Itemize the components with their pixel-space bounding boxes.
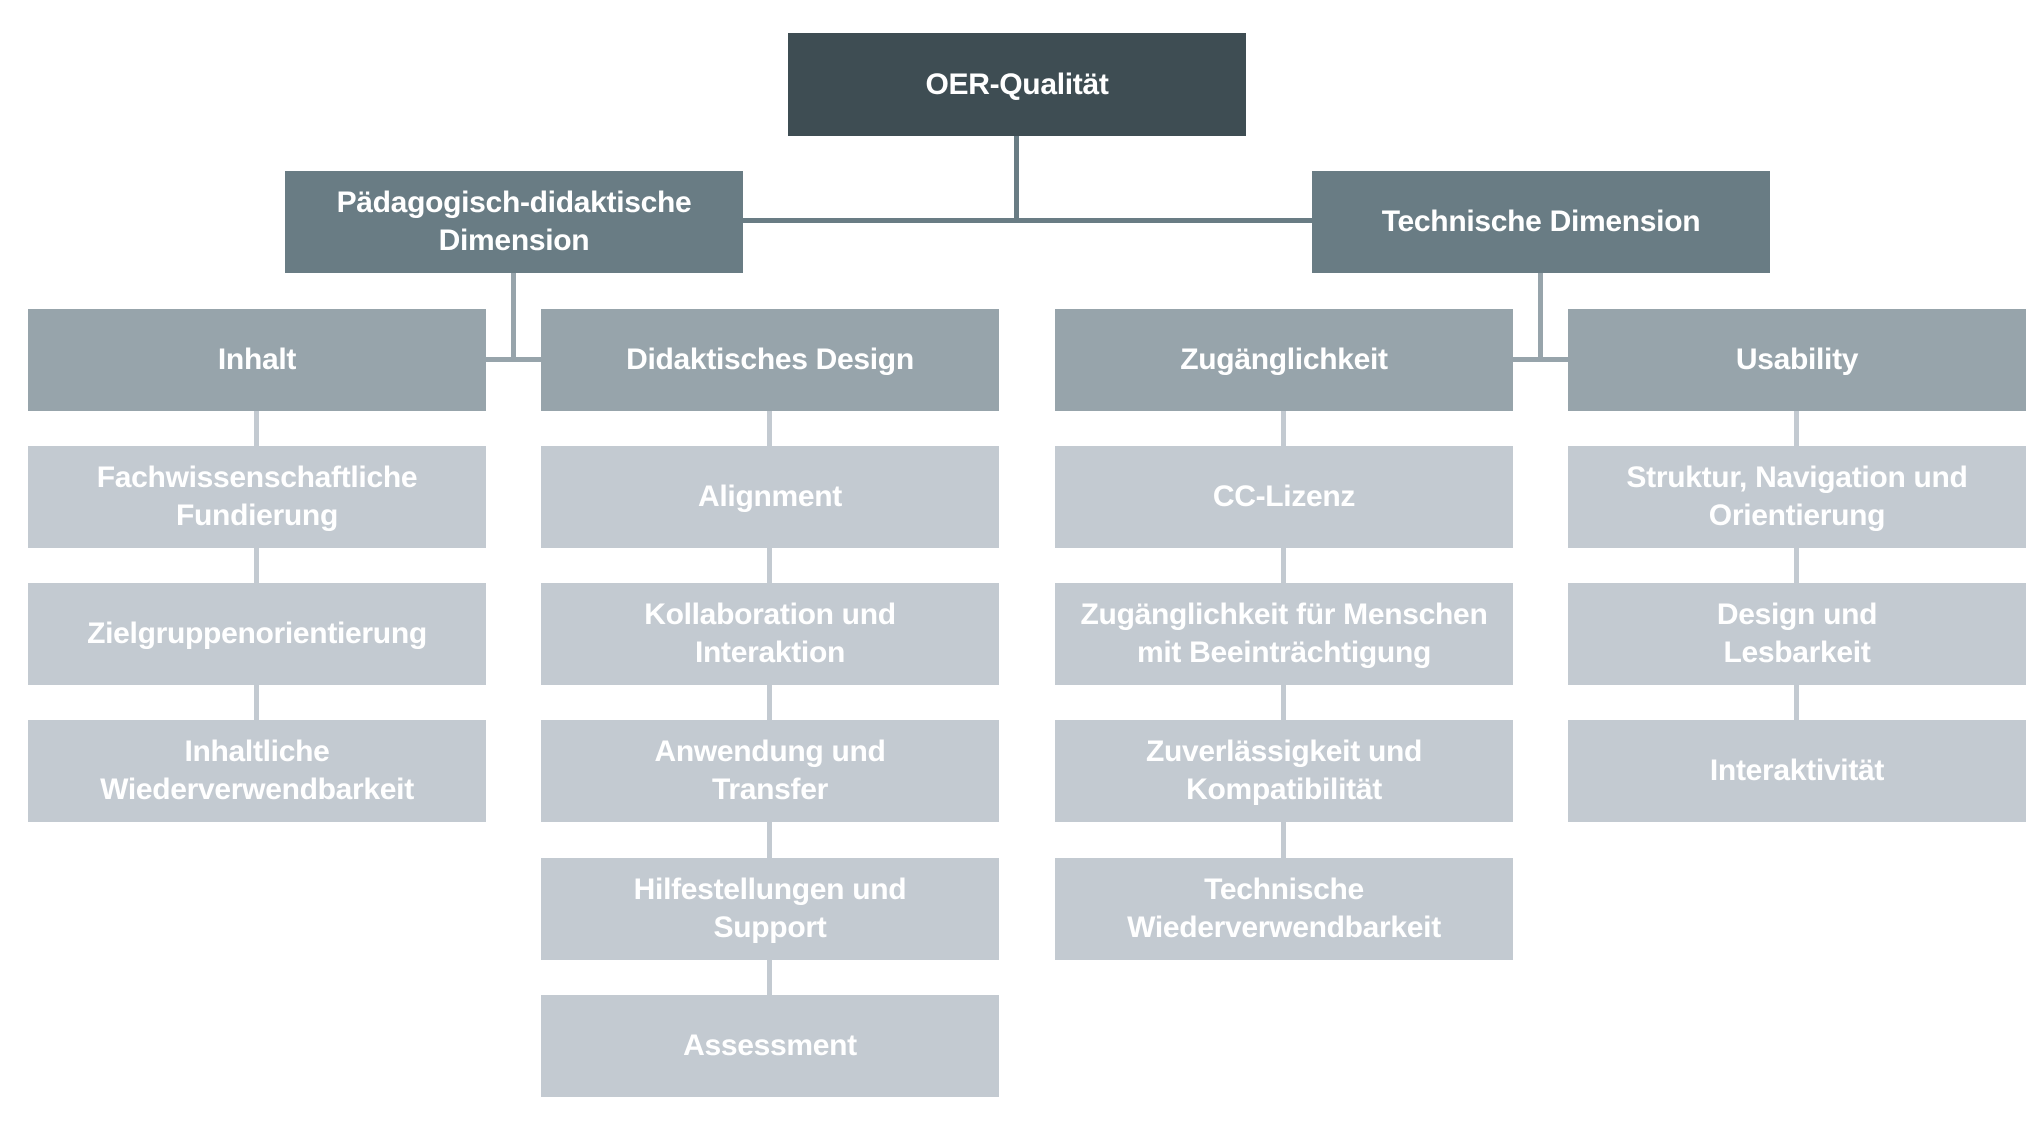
category-box-usability: Usability (1568, 309, 2026, 411)
item-label: Fachwissenschaftliche Fundierung (96, 461, 418, 532)
connector-col2-row2 (767, 548, 772, 583)
connector-col2-row4 (767, 822, 772, 858)
item-box-kollaboration-und-interaktion: Kollaboration und Interaktion (541, 583, 999, 685)
item-box-technische-wiederverwendbarkeit: Technische Wiederverwendbarkeit (1055, 858, 1513, 960)
item-label: Interaktivität (1709, 754, 1885, 787)
connector-col2-row3 (767, 685, 772, 720)
connector-dim-paedagogisch-vertical (511, 273, 516, 362)
item-label: Alignment (698, 480, 842, 513)
item-label: Anwendung und Transfer (654, 735, 886, 806)
connector-dimensions-horizontal (743, 218, 1312, 223)
root-label: OER-Qualität (925, 67, 1109, 101)
connector-col3-row4 (1281, 822, 1286, 858)
item-box-hilfestellungen-und-support: Hilfestellungen und Support (541, 858, 999, 960)
dimension-box-paedagogisch-didaktisch: Pädagogisch-didaktische Dimension (285, 171, 743, 273)
item-label: Zugänglichkeit für Menschen mit Beeinträ… (1080, 598, 1488, 669)
category-box-inhalt: Inhalt (28, 309, 486, 411)
connector-col1-row2 (254, 548, 259, 583)
item-box-interaktivitaet: Interaktivität (1568, 720, 2026, 822)
category-box-zugaenglichkeit: Zugänglichkeit (1055, 309, 1513, 411)
item-label: Hilfestellungen und Support (633, 873, 907, 944)
connector-col1-row3 (254, 685, 259, 720)
dimension-box-technisch: Technische Dimension (1312, 171, 1770, 273)
connector-col2-row5 (767, 960, 772, 995)
item-box-zuverlaessigkeit-und-kompatibilitaet: Zuverlässigkeit und Kompatibilität (1055, 720, 1513, 822)
connector-col4-row2 (1794, 548, 1799, 583)
connector-col2-row1 (767, 411, 772, 446)
item-box-fachwissenschaftliche-fundierung: Fachwissenschaftliche Fundierung (28, 446, 486, 548)
connector-dim-technisch-horizontal (1513, 357, 1568, 362)
item-box-struktur-navigation-orientierung: Struktur, Navigation und Orientierung (1568, 446, 2026, 548)
root-box: OER-Qualität (788, 33, 1246, 136)
connector-col4-row3 (1794, 685, 1799, 720)
item-label: Inhaltliche Wiederverwendbarkeit (100, 735, 414, 806)
item-box-anwendung-und-transfer: Anwendung und Transfer (541, 720, 999, 822)
item-label: Zuverlässigkeit und Kompatibilität (1145, 735, 1423, 806)
item-label: Assessment (683, 1029, 857, 1062)
dimension-label: Technische Dimension (1381, 205, 1701, 238)
connector-col4-row1 (1794, 411, 1799, 446)
item-label: Kollaboration und Interaktion (644, 598, 896, 669)
item-label: Design und Lesbarkeit (1716, 598, 1878, 669)
item-label: Struktur, Navigation und Orientierung (1626, 461, 1968, 532)
connector-root-vertical (1014, 136, 1019, 223)
connector-dim-technisch-vertical (1538, 273, 1543, 362)
category-label: Zugänglichkeit (1180, 343, 1388, 376)
category-box-didaktisches-design: Didaktisches Design (541, 309, 999, 411)
category-label: Didaktisches Design (626, 343, 914, 376)
connector-col3-row2 (1281, 548, 1286, 583)
item-box-assessment: Assessment (541, 995, 999, 1097)
item-box-cc-lizenz: CC-Lizenz (1055, 446, 1513, 548)
dimension-label: Pädagogisch-didaktische Dimension (336, 186, 692, 257)
item-box-inhaltliche-wiederverwendbarkeit: Inhaltliche Wiederverwendbarkeit (28, 720, 486, 822)
connector-col1-row1 (254, 411, 259, 446)
item-box-zielgruppenorientierung: Zielgruppenorientierung (28, 583, 486, 685)
item-label: Zielgruppenorientierung (87, 617, 427, 650)
item-box-zugaenglichkeit-fuer-menschen: Zugänglichkeit für Menschen mit Beeinträ… (1055, 583, 1513, 685)
item-box-design-und-lesbarkeit: Design und Lesbarkeit (1568, 583, 2026, 685)
item-label: Technische Wiederverwendbarkeit (1127, 873, 1441, 944)
connector-col3-row1 (1281, 411, 1286, 446)
connector-dim-paedagogisch-horizontal (486, 357, 541, 362)
item-label: CC-Lizenz (1212, 480, 1356, 513)
category-label: Usability (1735, 343, 1859, 376)
connector-col3-row3 (1281, 685, 1286, 720)
category-label: Inhalt (217, 343, 297, 376)
item-box-alignment: Alignment (541, 446, 999, 548)
